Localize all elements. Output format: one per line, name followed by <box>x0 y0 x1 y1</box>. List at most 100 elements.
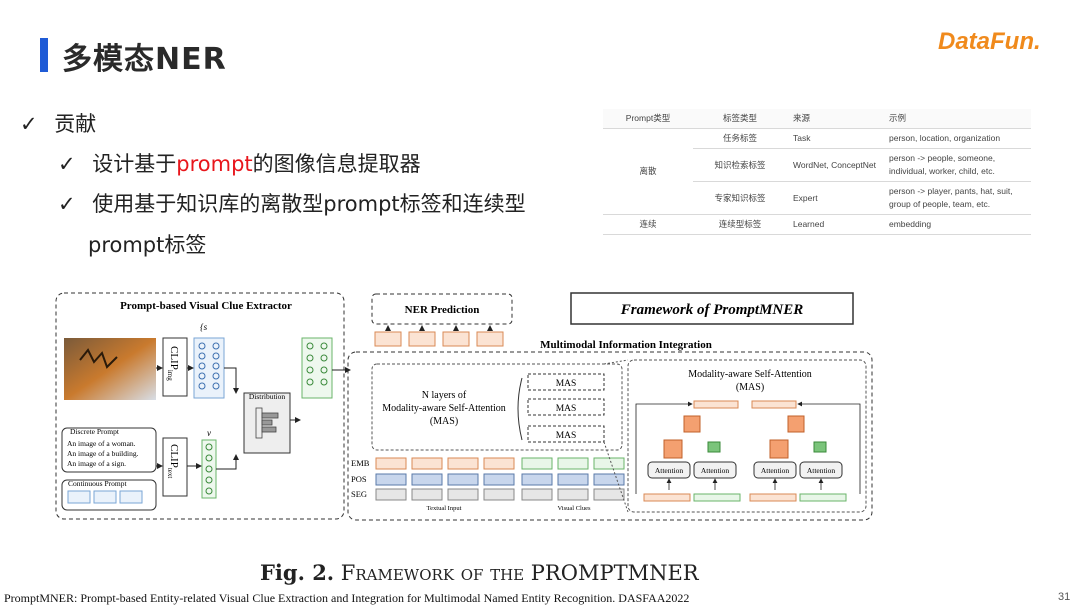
table-cell: person -> people, someone, individual, w… <box>883 148 1031 182</box>
page-title: 多模态NER <box>62 42 227 77</box>
table-row: 连续 连续型标签 Learned embedding <box>603 214 1031 235</box>
clip-img-box <box>162 337 188 397</box>
caption-text: Framework of the PROMPTMNER <box>334 561 699 585</box>
table-cell: embedding <box>883 214 1031 235</box>
mas-label: MAS <box>556 379 577 389</box>
table-cell: 知识检索标签 <box>693 148 787 182</box>
mii-box <box>347 351 873 521</box>
table-header: 标签类型 <box>693 109 787 129</box>
clip-text-box <box>162 437 188 497</box>
mii-label: Multimodal Information Integration <box>540 339 712 351</box>
mas-detail-title: Modality-aware Self-Attention <box>688 369 812 380</box>
attention-label: Attention <box>807 466 836 475</box>
discrete-prompt-label: Discrete Prompt <box>70 427 120 436</box>
table-cell: person -> player, pants, hat, suit, grou… <box>883 181 1031 215</box>
citation: PromptMNER: Prompt-based Entity-related … <box>4 591 690 605</box>
bullet-text: 使用基于知识库的离散型prompt标签和连续型 <box>92 192 526 216</box>
attention-label: Attention <box>761 466 790 475</box>
continuous-prompt-tokens <box>67 490 143 504</box>
n-layers-line: (MAS) <box>430 416 458 427</box>
extractor-box <box>55 292 345 520</box>
seg-label: SEG <box>351 489 367 499</box>
tiger-stripes <box>79 348 118 369</box>
visual-clues-label: Visual Clues <box>557 505 590 512</box>
zoom-line <box>603 359 629 365</box>
mas-detail-title: (MAS) <box>736 382 764 393</box>
extractor-arrows <box>156 365 351 470</box>
bullet-text: 贡献 <box>54 112 97 136</box>
prompt-line: An image of a woman. <box>67 439 136 448</box>
mas-label: MAS <box>556 404 577 414</box>
page-number: 31 <box>1058 591 1071 603</box>
table-cell: Expert <box>787 181 883 215</box>
bullet-highlight: prompt <box>176 152 253 176</box>
ner-prediction-box <box>371 293 513 325</box>
continuous-prompt-label: Continuous Prompt <box>68 479 127 488</box>
pos-label: POS <box>351 474 367 484</box>
table-cell: Learned <box>787 214 883 235</box>
bullet-contribution: ✓ 贡献 <box>20 108 96 138</box>
n-layers-line: N layers of <box>422 390 467 401</box>
table-row: 知识检索标签 WordNet, ConceptNet person -> peo… <box>603 148 1031 182</box>
table-header: Prompt类型 <box>603 109 693 129</box>
weighted-embedding-column <box>301 337 333 399</box>
table-cell: person, location, organization <box>883 128 1031 149</box>
framework-title: Framework of PromptMNER <box>620 302 804 318</box>
ner-arrows <box>385 325 493 331</box>
discrete-prompt-box <box>61 427 157 473</box>
bullet-text-cont: prompt标签 <box>88 233 207 257</box>
continuous-prompt-box <box>61 479 157 511</box>
attention-label: Attention <box>655 466 684 475</box>
mas-stack: MAS MAS MAS <box>517 373 605 443</box>
bullet-prompt-labels: ✓ 使用基于知识库的离散型prompt标签和连续型 <box>58 188 526 218</box>
table-cell: 连续型标签 <box>693 214 787 235</box>
n-layers-box <box>371 363 623 451</box>
prompt-type-table: Prompt类型 标签类型 来源 示例 离散 任务标签 Task person,… <box>603 109 1031 235</box>
check-icon: ✓ <box>58 152 76 176</box>
text-embedding-column <box>201 439 217 499</box>
datafun-logo: DataFun. <box>938 28 1041 55</box>
table-cell: 任务标签 <box>693 128 787 149</box>
table-cell: 离散 <box>603 128 693 215</box>
framework-title-box <box>570 292 854 325</box>
framework-figure: Prompt-based Visual Clue Extractor CLIPi… <box>55 292 873 521</box>
input-embeddings <box>375 457 625 501</box>
prompt-line: An image of a sign. <box>67 459 126 468</box>
prompt-line: An image of a building. <box>67 449 139 458</box>
bullet-text-pre: 设计基于 <box>92 152 177 176</box>
clip-text-label: CLIPtext <box>166 444 180 478</box>
v-label: v <box>207 428 211 438</box>
zoom-line <box>603 441 629 513</box>
bullet-text-post: 的图像信息提取器 <box>252 152 421 176</box>
mas-label: MAS <box>556 431 577 441</box>
emb-label: EMB <box>351 458 370 468</box>
distribution-label: Distribution <box>249 392 286 401</box>
table-cell: WordNet, ConceptNet <box>787 148 883 182</box>
table-cell: 连续 <box>603 214 693 235</box>
check-icon: ✓ <box>20 112 38 136</box>
mas-detail-box <box>627 359 867 513</box>
mas-detail-internals: Attention Attention Attention Attention <box>635 400 861 502</box>
table-header: 示例 <box>883 109 1031 129</box>
tiger-image <box>64 338 156 400</box>
caption-prefix: Fig. 2. <box>260 560 335 585</box>
clip-img-label: CLIPimg <box>166 346 180 381</box>
bullet-extractor: ✓ 设计基于prompt的图像信息提取器 <box>58 148 421 178</box>
textual-input-label: Textual Input <box>427 505 462 512</box>
table-cell: 专家知识标签 <box>693 181 787 215</box>
attention-label: Attention <box>701 466 730 475</box>
s-label: {s <box>200 322 208 332</box>
ner-output-tokens <box>374 331 504 347</box>
table-row: 专家知识标签 Expert person -> player, pants, h… <box>603 181 1031 215</box>
extractor-title: Prompt-based Visual Clue Extractor <box>120 300 292 312</box>
check-icon: ✓ <box>58 192 76 216</box>
table-cell: Task <box>787 128 883 149</box>
image-embedding-column <box>193 337 225 399</box>
table-header: 来源 <box>787 109 883 129</box>
n-layers-line: Modality-aware Self-Attention <box>382 403 506 414</box>
title-accent-bar <box>40 38 48 72</box>
ner-prediction-label: NER Prediction <box>405 304 480 316</box>
table-row: 离散 任务标签 Task person, location, organizat… <box>603 128 1031 215</box>
distribution-bars <box>255 407 279 439</box>
figure-caption: Fig. 2. Framework of the PROMPTMNER <box>260 560 699 585</box>
